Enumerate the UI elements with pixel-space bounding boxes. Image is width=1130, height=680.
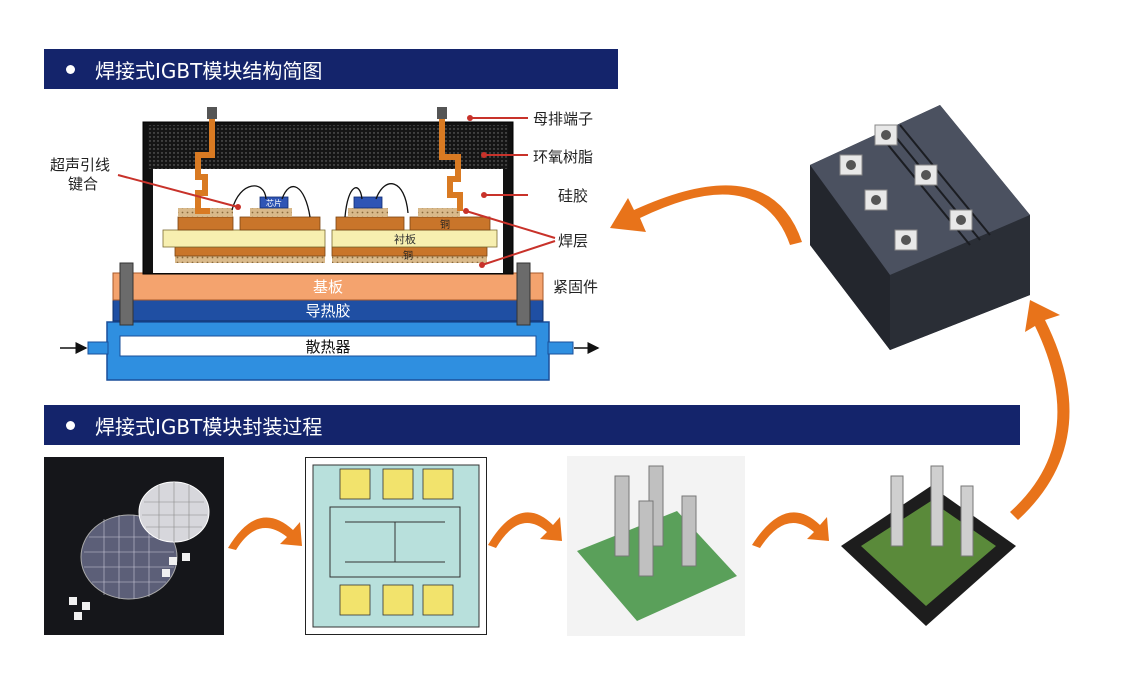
heatsink-outlet-pipe: [547, 341, 574, 355]
bullet-icon: [66, 64, 75, 74]
arrow-top-left: [610, 185, 802, 245]
label-ultrasonic-bond-line1: 超声引线: [50, 156, 111, 174]
terminal-bolt-right: [437, 107, 447, 119]
leader-solder-2: [481, 240, 556, 266]
leader-dot-solder-2: [479, 262, 485, 268]
solder-bottom-left: [175, 255, 325, 263]
igbt-structure-diagram: 芯片 衬板 铜 铜 基板 导热胶 散热器: [60, 107, 600, 381]
label-silicone-gel: 硅胶: [558, 187, 589, 205]
leader-ultrasonic: [117, 174, 239, 208]
leader-dot-solder-1: [463, 208, 469, 214]
leader-dot-epoxy: [481, 152, 487, 158]
copper-bottom-left: [174, 246, 326, 257]
process-wafer-photo: [44, 457, 224, 635]
leader-dot-ultrasonic: [235, 204, 241, 210]
copper-top-right-a: [335, 216, 405, 231]
thermal-grease-label: 导热胶: [305, 302, 350, 320]
substrate-label: 衬板: [394, 232, 416, 246]
copper-top-left-a: [177, 216, 234, 231]
label-ultrasonic-bond-line2: 键合: [68, 175, 99, 193]
label-busbar-terminal: 母排端子: [533, 110, 594, 128]
structure-title: 焊接式IGBT模块结构简图: [95, 58, 323, 83]
copper-label-b: 铜: [403, 250, 413, 262]
process-title: 焊接式IGBT模块封装过程: [95, 414, 323, 439]
process-terminal-assembly-photo: [567, 456, 745, 636]
label-solder-layer: 焊层: [558, 232, 589, 250]
solder-bottom-right: [332, 255, 487, 263]
bond-wire-left-1: [231, 185, 267, 211]
arrow-step-1: [228, 517, 302, 550]
solder-top-right-a: [348, 208, 388, 217]
fastener-left: [119, 262, 134, 326]
leader-dot-busbar: [467, 115, 473, 121]
bond-wire-right-2: [375, 183, 409, 214]
busbar-terminal-left: [195, 113, 215, 214]
copper-top-right-b: [409, 216, 491, 231]
process-title-banner: 焊接式IGBT模块封装过程: [44, 405, 1020, 445]
heatsink-channel: [119, 335, 537, 357]
label-ultrasonic-bond: 超声引线 键合: [50, 156, 110, 194]
solder-top-left-b: [250, 208, 292, 217]
copper-label-a: 铜: [440, 219, 450, 231]
fastener-right: [516, 262, 531, 326]
process-housing-photo: [836, 456, 1021, 636]
substrate-left: [162, 229, 326, 248]
bond-wire-right-1: [344, 187, 363, 218]
bond-wire-left-2: [281, 186, 311, 218]
chip-label-left: 芯片: [266, 198, 282, 208]
leader-dot-silicone: [481, 192, 487, 198]
label-epoxy-resin: 环氧树脂: [533, 148, 594, 166]
solder-top-right-b: [418, 208, 460, 217]
heatsink-label: 散热器: [305, 338, 350, 356]
baseplate-label: 基板: [313, 278, 343, 296]
baseplate-layer: [112, 272, 544, 301]
finished-module-photo: [810, 105, 1030, 350]
bullet-icon: [66, 420, 75, 430]
busbar-terminal-right: [439, 113, 463, 211]
arrow-step-3: [752, 512, 829, 548]
chip-right: [353, 196, 383, 209]
process-layout-photo: [305, 457, 487, 635]
copper-top-left-b: [239, 216, 321, 231]
arrow-step-2: [488, 512, 562, 548]
heatsink-inlet-pipe: [87, 341, 109, 355]
leader-solder-1: [465, 210, 556, 239]
label-fastener: 紧固件: [553, 278, 599, 296]
chip-left: [259, 196, 289, 209]
epoxy-resin-layer: [148, 125, 508, 169]
terminal-bolt-left: [207, 107, 217, 119]
structure-title-banner: 焊接式IGBT模块结构简图: [44, 49, 618, 89]
